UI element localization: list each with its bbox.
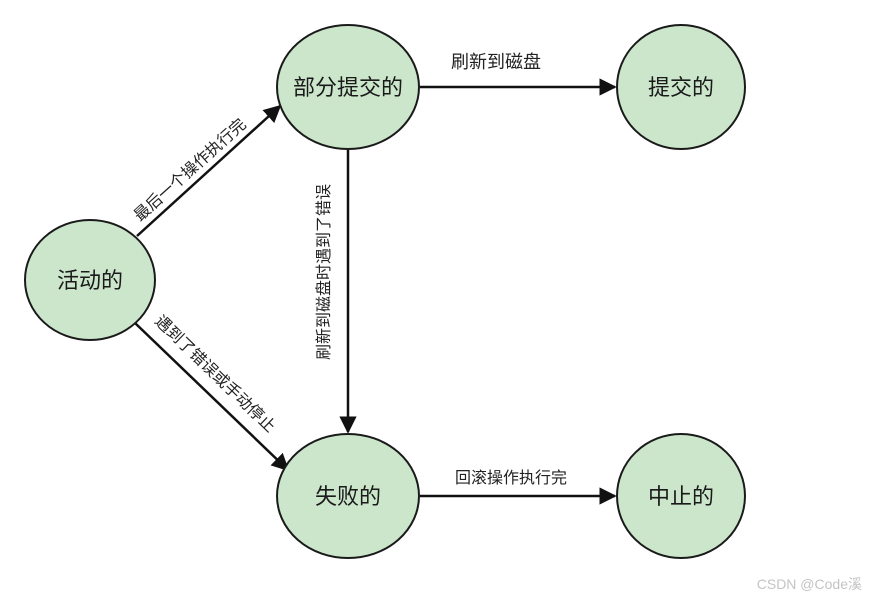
edge-active-to-partial [136, 104, 282, 237]
edge-active-to-failed [134, 322, 290, 472]
watermark: CSDN @Code溪 [756, 576, 862, 592]
node-label-partially-committed: 部分提交的 [293, 76, 403, 101]
node-label-failed: 失败的 [315, 485, 381, 510]
edge-label-active-to-partial: 最后一个操作执行完 [130, 114, 250, 224]
edge-label-active-to-failed: 遇到了错误或手动停止 [151, 311, 279, 436]
node-partially-committed: 部分提交的 [276, 24, 420, 150]
node-label-aborted: 中止的 [648, 485, 714, 510]
node-active: 活动的 [24, 219, 156, 341]
node-label-committed: 提交的 [648, 76, 714, 101]
node-aborted: 中止的 [616, 433, 746, 559]
edge-label-partial-to-failed: 刷新到磁盘时遇到了错误 [314, 184, 333, 360]
node-failed: 失败的 [276, 433, 420, 559]
node-committed: 提交的 [616, 24, 746, 150]
edge-label-failed-to-aborted: 回滚操作执行完 [455, 468, 567, 487]
edge-label-partial-to-committed: 刷新到磁盘 [451, 52, 541, 73]
node-label-active: 活动的 [57, 269, 123, 294]
